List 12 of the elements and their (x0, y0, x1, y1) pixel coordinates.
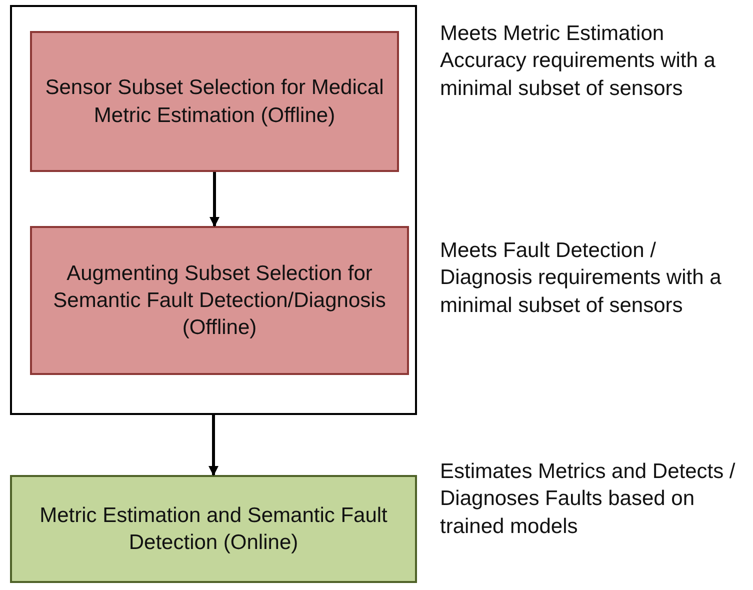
box-label: Augmenting Subset Selection for Semantic Fault Detection/Diagnosis (Offline) (52, 260, 387, 342)
side-note: Estimates Metrics and Detects / Diagnoses Faults based on trained models (440, 459, 736, 540)
arrow (210, 172, 220, 227)
process-box (30, 226, 409, 375)
process-box (10, 475, 417, 583)
group-box (10, 5, 417, 415)
side-note: Meets Fault Detection / Diagnosis requirements with a minimal subset of sensors (440, 238, 722, 319)
box-label: Sensor Subset Selection for Medical Metric Estimation (Offline) (44, 75, 385, 128)
side-note: Meets Metric Estimation Accuracy requirements with a minimal subset of sensors (440, 21, 716, 102)
process-box (30, 31, 399, 172)
box-label: Metric Estimation and Semantic Fault Detection (Online) (38, 502, 388, 556)
arrow (208, 415, 218, 476)
